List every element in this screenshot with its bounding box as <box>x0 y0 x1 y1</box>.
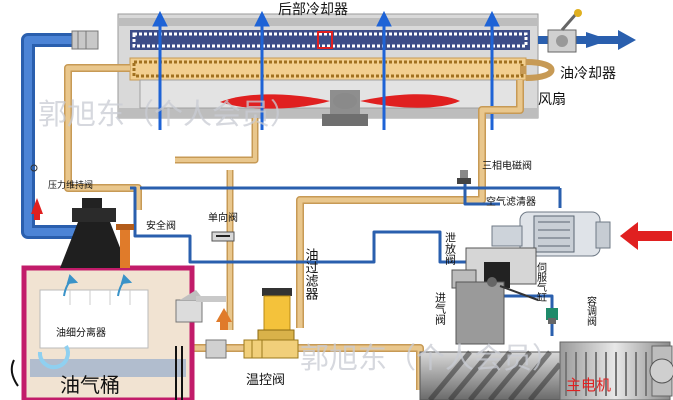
oil-separator-label: 油细分离器 <box>56 326 106 339</box>
thermostatic-valve <box>205 339 299 359</box>
air-inlet-arrow-icon <box>620 222 672 250</box>
safety-valve <box>116 224 134 268</box>
thermostatic-valve-label: 温控阀 <box>246 373 285 388</box>
up-arrow-icon <box>254 10 270 130</box>
main-motor <box>559 341 673 400</box>
solenoid-valve <box>457 170 471 184</box>
orange-up-arrow-icon <box>216 308 232 330</box>
air-filter-label: 空气滤清器 <box>486 195 536 208</box>
vent-valve-label: 泄放阀 <box>444 232 457 266</box>
main-motor-label: 主电机 <box>566 376 611 394</box>
watermark-logo-icon <box>37 344 70 370</box>
oil-return-nozzle <box>175 290 226 323</box>
air-outlet-arrow-icon <box>586 30 636 50</box>
oil-filter-label: 油过滤器 <box>303 248 319 301</box>
rear-cooler <box>117 13 539 126</box>
check-valve-label: 单向阀 <box>208 211 238 224</box>
check-valve <box>211 231 235 242</box>
air-pipes <box>21 33 590 336</box>
small-marker-icon <box>30 164 38 172</box>
rear-cooler-label: 后部冷却器 <box>278 2 348 18</box>
fan-label: 风扇 <box>538 92 566 108</box>
air-filter <box>491 211 611 257</box>
cables <box>10 346 183 400</box>
up-arrow-icon <box>152 10 168 130</box>
pressure-maintain-valve <box>60 198 128 268</box>
watermark: 郭旭东（个人会员） <box>300 341 561 375</box>
oil-tank-label: 油气桶 <box>60 373 120 397</box>
outlet-ball-valve <box>547 9 582 53</box>
servo-cylinder-label: 伺服气缸 <box>535 261 547 302</box>
intake-valve-label: 进气阀 <box>434 292 447 326</box>
solenoid-valve-label: 三相电磁阀 <box>482 159 532 172</box>
pipe-coupling <box>71 30 99 50</box>
safety-valve-label: 安全阀 <box>146 219 176 232</box>
red-up-arrow-icon <box>31 198 43 220</box>
up-arrow-icon <box>376 10 392 130</box>
watermark: 郭旭东（个人会员） <box>38 97 299 131</box>
intake-valve <box>451 247 539 345</box>
pressure-valve-label: 压力维持阀 <box>48 179 93 191</box>
oil-separator-element <box>39 289 149 349</box>
oil-cooler-label: 油冷却器 <box>560 66 616 82</box>
regulating-valve-label: 容调阀 <box>585 295 597 327</box>
tank-flow-arrows <box>63 274 133 297</box>
oil-filter <box>257 288 295 345</box>
regulating-valve <box>546 308 558 324</box>
screw-compressor <box>419 350 562 400</box>
